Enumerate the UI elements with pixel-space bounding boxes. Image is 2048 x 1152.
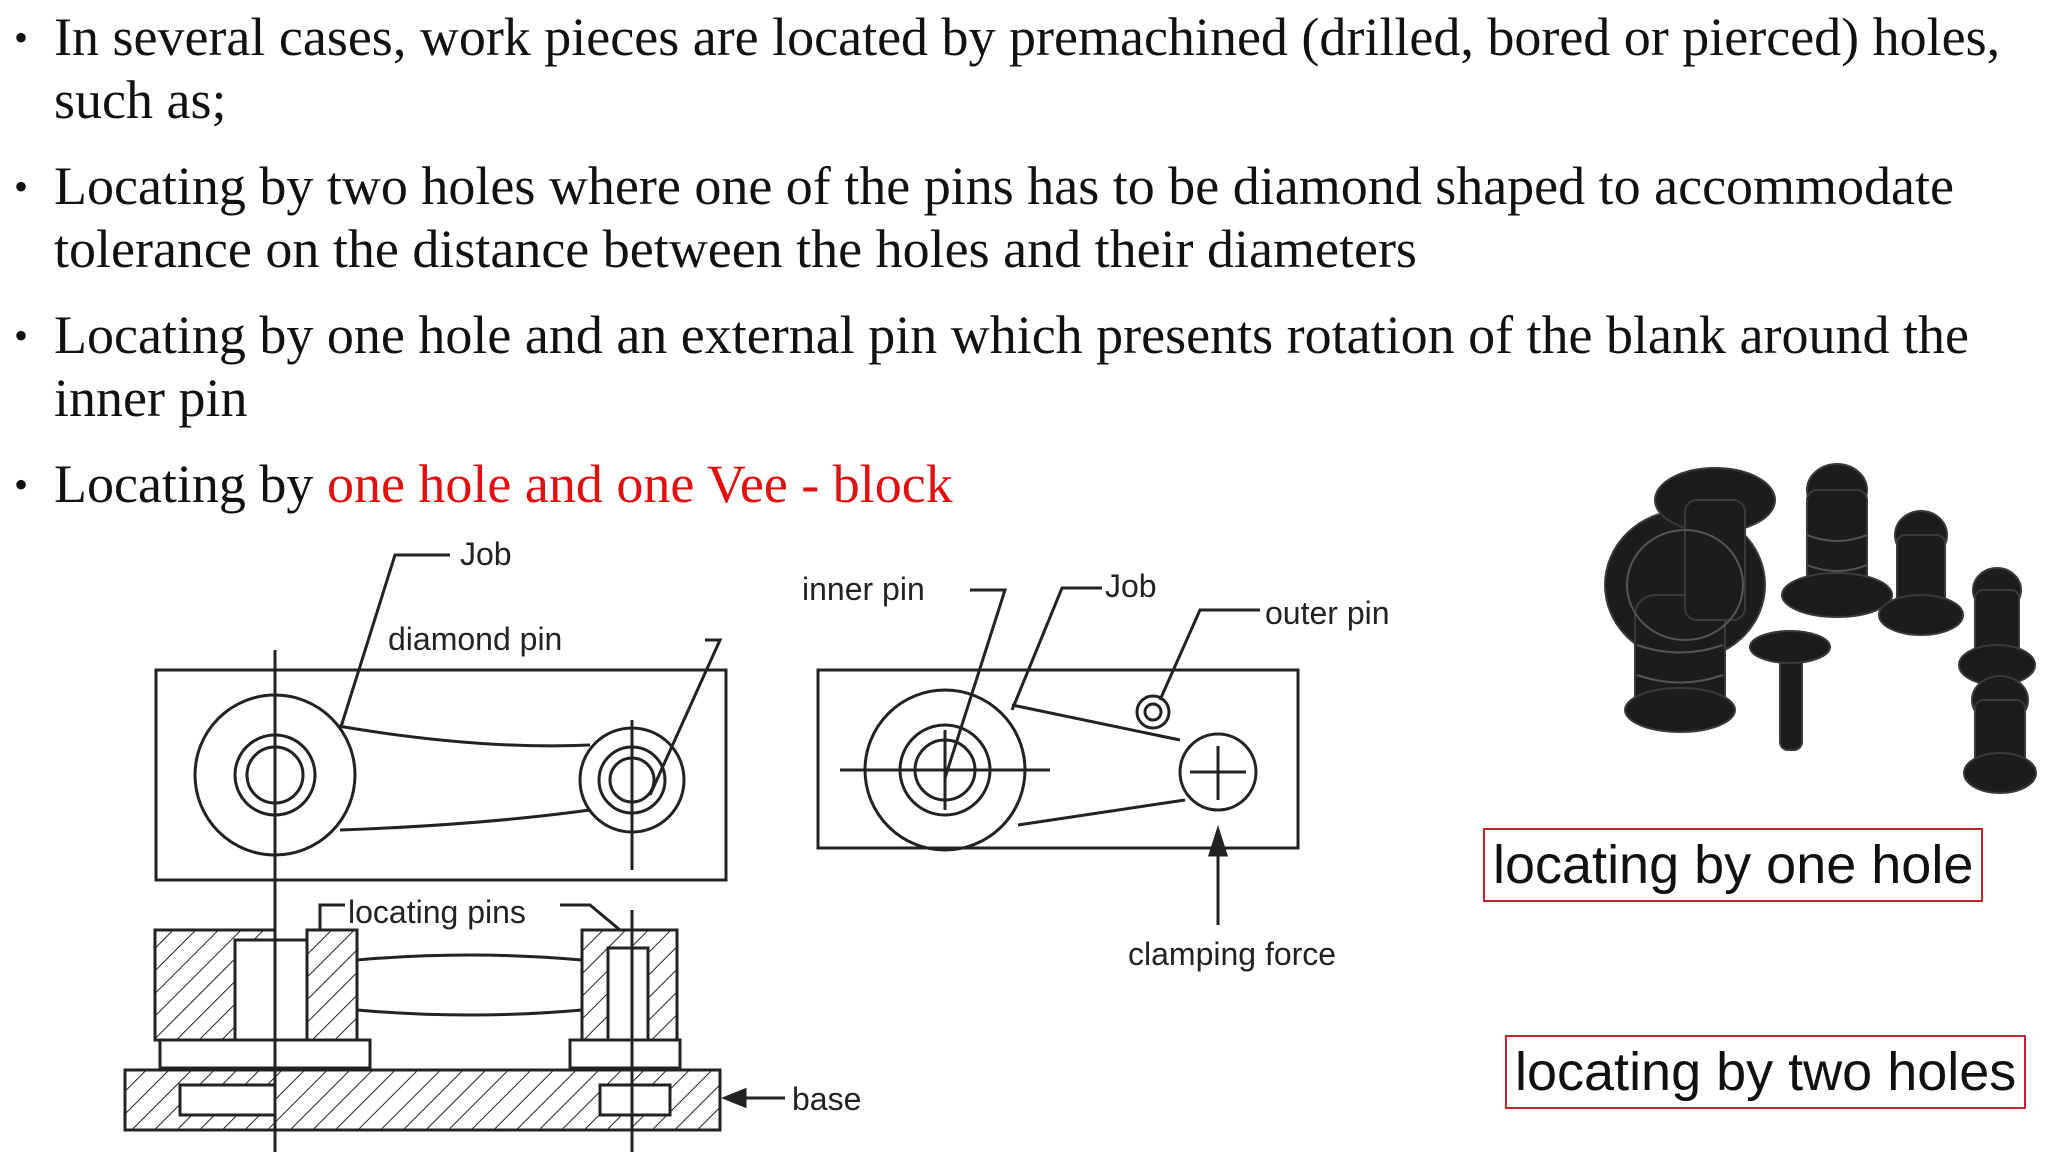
outer-pin: [1135, 694, 1171, 730]
one-hole-locating-drawing: inner pin Job outer pin clamping force: [802, 568, 1390, 972]
bullet-text-highlight: one hole and one Vee - block: [326, 454, 953, 514]
clamping-force-label: clamping force: [1128, 936, 1336, 972]
two-hole-locating-drawing: Job diamond pin locating pins base: [123, 536, 860, 1152]
bullet-text: Locating by one hole and an external pin…: [54, 305, 1969, 428]
fixture-plate: [816, 668, 1300, 850]
bullet-item: • Locating by two holes where one of the…: [14, 155, 2048, 281]
bullet-text-prefix: Locating by: [54, 454, 327, 514]
bullet-text: Locating by two holes where one of the p…: [54, 156, 1954, 279]
inner-pin-label: inner pin: [802, 571, 925, 607]
bullet-item: • In several cases, work pieces are loca…: [14, 6, 2048, 132]
caption-one-hole: locating by one hole: [1483, 828, 1984, 902]
job-arm-top: [1011, 703, 1181, 742]
bullet-list: • In several cases, work pieces are loca…: [14, 6, 2048, 539]
bullet-text: In several cases, work pieces are locate…: [54, 7, 2001, 130]
job-arm-bottom: [339, 808, 591, 832]
bullet-dot-icon: •: [14, 15, 29, 60]
job-end-boss: [1178, 732, 1258, 812]
job-arm-top: [337, 724, 591, 748]
base-label: base: [792, 1081, 860, 1117]
locating-pins-photo: [1575, 455, 2048, 800]
two-hole-locating-diagram: Job diamond pin locating pins base: [120, 530, 860, 1152]
locating-pins-label: locating pins: [348, 894, 526, 930]
bullet-dot-icon: •: [14, 313, 29, 358]
caption-two-holes: locating by two holes: [1505, 1035, 2027, 1109]
bullet-item: • Locating by one hole and one Vee - blo…: [14, 453, 2048, 516]
job-label: Job: [1105, 568, 1157, 604]
fixture-plate-plan: [154, 668, 728, 882]
job-arm-bottom: [1017, 798, 1186, 827]
diamond-pin-label: diamond pin: [388, 621, 562, 657]
job-label: Job: [460, 536, 512, 572]
one-hole-locating-diagram: inner pin Job outer pin clamping force: [800, 560, 1400, 980]
locating-pins-photo-drawing: [1604, 463, 2037, 794]
outer-pin-label: outer pin: [1265, 595, 1390, 631]
bullet-item: • Locating by one hole and an external p…: [14, 304, 2048, 430]
bullet-dot-icon: •: [14, 164, 29, 209]
bullet-dot-icon: •: [14, 462, 29, 507]
